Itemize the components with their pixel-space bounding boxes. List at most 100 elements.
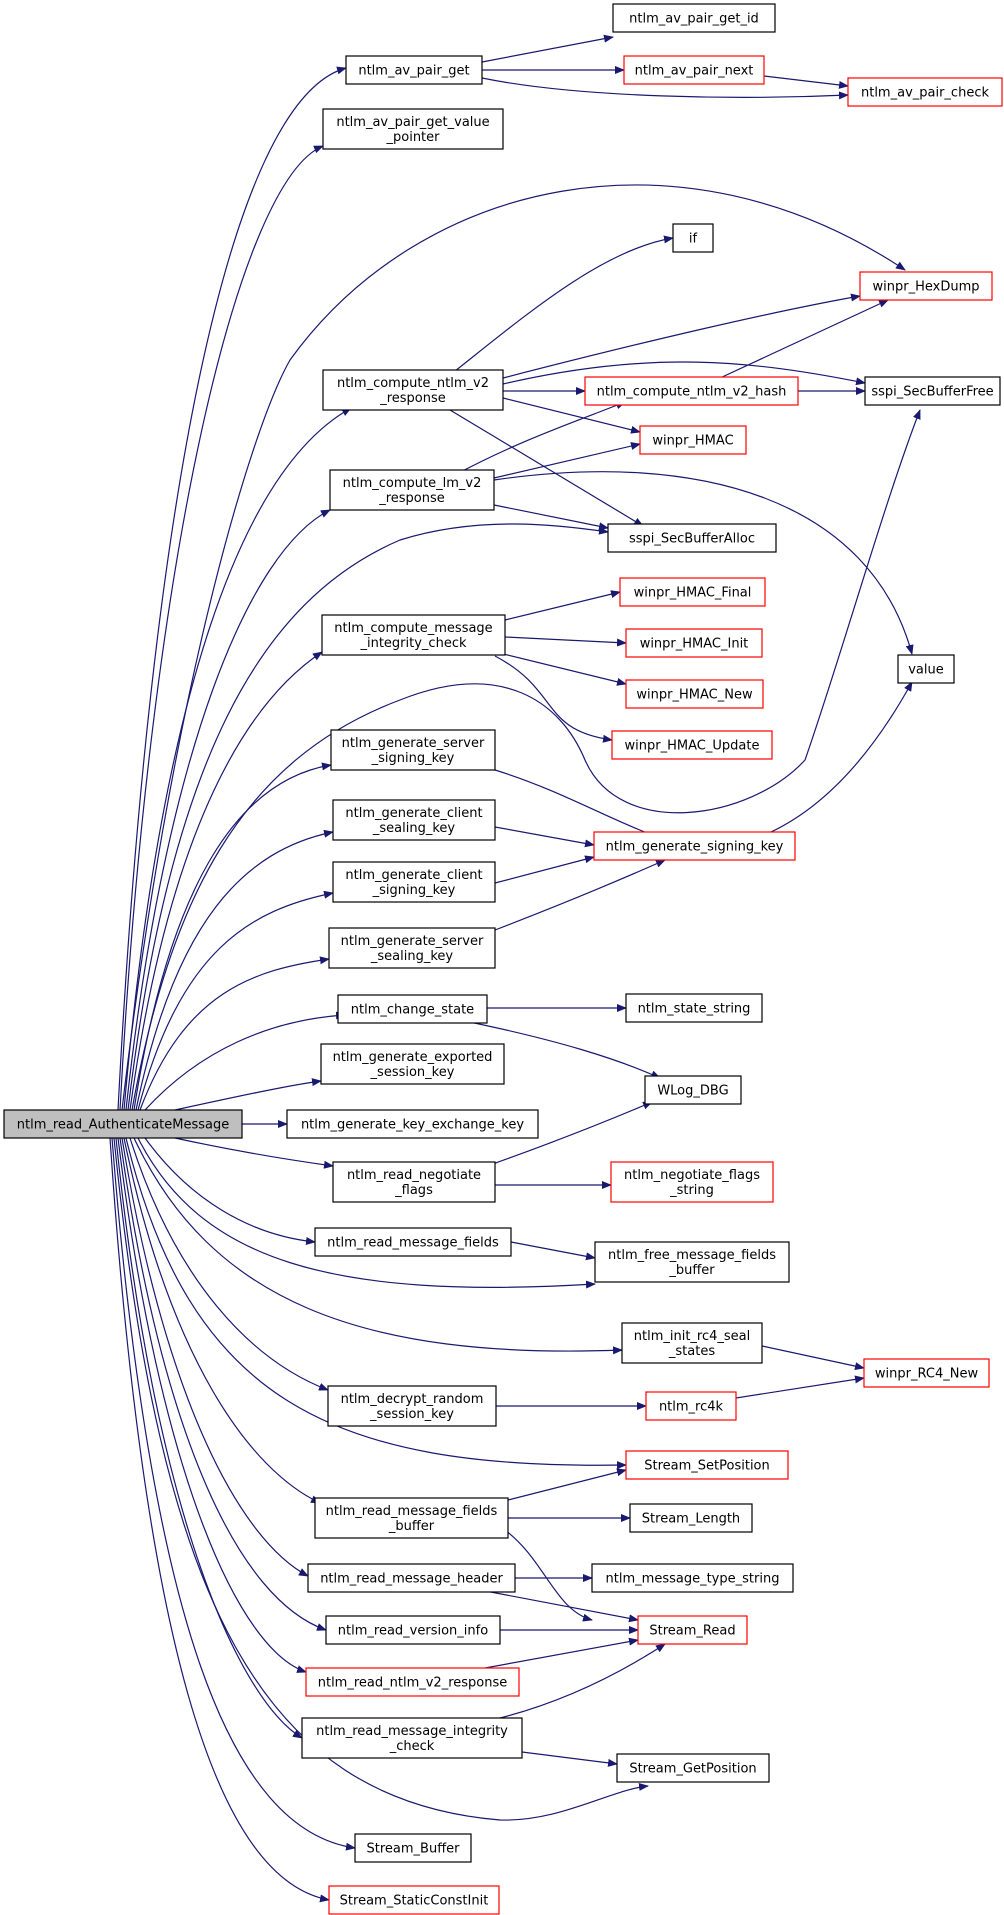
node-winpr-hmac-new[interactable]: winpr_HMAC_New	[625, 679, 764, 709]
node-ntlm-read-message-fields[interactable]: ntlm_read_message_fields	[314, 1227, 512, 1257]
node-stream-getposition[interactable]: Stream_GetPosition	[616, 1753, 770, 1783]
node-ntlm-read-version-info[interactable]: ntlm_read_version_info	[325, 1615, 501, 1645]
node-ntlm-generate-client-signing-key[interactable]: ntlm_generate_client_signing_key	[332, 861, 496, 903]
node-label: _response	[378, 491, 445, 506]
node-ntlm-rc4k[interactable]: ntlm_rc4k	[645, 1391, 737, 1421]
node-ntlm-generate-exported-session-key[interactable]: ntlm_generate_exported_session_key	[320, 1043, 505, 1085]
node-label: ntlm_generate_key_exchange_key	[301, 1118, 524, 1133]
node-label: ntlm_generate_server	[341, 934, 484, 949]
node-ntlm-message-type-string[interactable]: ntlm_message_type_string	[591, 1563, 794, 1593]
node-stream-read[interactable]: Stream_Read	[637, 1615, 748, 1645]
node-label: _signing_key	[371, 751, 455, 766]
node-box	[863, 1358, 990, 1388]
node-label: winpr_HMAC	[652, 434, 733, 449]
node-box	[328, 1885, 500, 1915]
node-ntlm-decrypt-random-session-key[interactable]: ntlm_decrypt_random_session_key	[327, 1385, 497, 1427]
node-ntlm-av-pair-check[interactable]: ntlm_av_pair_check	[847, 77, 1003, 107]
node-ntlm-av-pair-get[interactable]: ntlm_av_pair_get	[345, 55, 483, 85]
edge-avget-avcheck	[481, 77, 849, 100]
node-ntlm-init-rc4-seal-states[interactable]: ntlm_init_rc4_seal_states	[621, 1322, 763, 1364]
node-box	[625, 1450, 789, 1480]
node-ntlm-av-pair-get-value-pointer[interactable]: ntlm_av_pair_get_value_pointer	[322, 108, 504, 150]
node-label: ntlm_read_negotiate	[347, 1168, 481, 1183]
node-stream-staticconstinit[interactable]: Stream_StaticConstInit	[328, 1885, 500, 1915]
node-box	[3, 1109, 243, 1139]
node-wlog-dbg[interactable]: WLog_DBG	[644, 1075, 742, 1105]
node-ntlm-read-ntlm-v2-response[interactable]: ntlm_read_ntlm_v2_response	[305, 1667, 520, 1697]
edge-root-rhdr	[121, 1137, 309, 1577]
node-ntlm-generate-key-exchange-key[interactable]: ntlm_generate_key_exchange_key	[286, 1109, 539, 1139]
edge-ntlmv2-hmac	[502, 397, 641, 434]
edge-root-rnegflags	[174, 1137, 334, 1169]
node-box	[354, 1833, 472, 1863]
node-box	[607, 523, 777, 553]
node-ntlm-read-message-fields-buffer[interactable]: ntlm_read_message_fields_buffer	[314, 1497, 509, 1539]
node-winpr-hmac-final[interactable]: winpr_HMAC_Final	[619, 577, 766, 607]
node-ntlm-negotiate-flags-string[interactable]: ntlm_negotiate_flags_string	[610, 1161, 774, 1203]
node-ntlm-av-pair-next[interactable]: ntlm_av_pair_next	[623, 55, 765, 85]
node-ntlm-generate-client-sealing-key[interactable]: ntlm_generate_client_sealing_key	[332, 799, 496, 841]
node-ntlm-free-message-fields-buffer[interactable]: ntlm_free_message_fields_buffer	[594, 1241, 790, 1283]
node-ntlm-read-message-header[interactable]: ntlm_read_message_header	[307, 1563, 516, 1593]
node-winpr-hmac-init[interactable]: winpr_HMAC_Init	[625, 628, 763, 658]
edge-root-sbuf	[111, 1137, 356, 1851]
node-ntlm-generate-signing-key[interactable]: ntlm_generate_signing_key	[593, 831, 796, 861]
edge-rmsgfb-setpos	[507, 1468, 627, 1501]
node-label: _string	[669, 1183, 714, 1198]
node-sspi-secbufferalloc[interactable]: sspi_SecBufferAlloc	[607, 523, 777, 553]
node-ntlm-generate-server-signing-key[interactable]: ntlm_generate_server_signing_key	[330, 729, 496, 771]
node-value[interactable]: value	[897, 654, 955, 684]
node-label: _states	[668, 1344, 715, 1359]
node-ntlm-state-string[interactable]: ntlm_state_string	[625, 993, 763, 1023]
node-label: ntlm_negotiate_flags	[624, 1168, 760, 1183]
node-box	[286, 1109, 539, 1139]
node-label: ntlm_compute_lm_v2	[343, 476, 482, 491]
node-winpr-hexdump[interactable]: winpr_HexDump	[859, 271, 993, 301]
node-stream-buffer[interactable]: Stream_Buffer	[354, 1833, 472, 1863]
edge-root-rv2	[117, 1137, 307, 1673]
node-label: sspi_SecBufferFree	[871, 385, 993, 400]
edge-ntlmv2-secalloc	[449, 409, 644, 527]
node-winpr-rc4-new[interactable]: winpr_RC4_New	[863, 1358, 990, 1388]
node-if[interactable]: if	[672, 223, 714, 253]
node-box	[325, 1615, 501, 1645]
node-ntlm-read-message-integrity-check[interactable]: ntlm_read_message_integrity_check	[301, 1717, 523, 1759]
node-box	[321, 614, 506, 656]
node-label: _integrity_check	[359, 636, 466, 651]
node-ntlm-compute-message-integrity-check[interactable]: ntlm_compute_message_integrity_check	[321, 614, 506, 656]
edge-root-gssl	[139, 956, 330, 1111]
node-ntlm-read-negotiate-flags[interactable]: ntlm_read_negotiate_flags	[332, 1161, 496, 1203]
node-stream-length[interactable]: Stream_Length	[629, 1503, 753, 1533]
node-label: ntlm_read_message_fields	[326, 1504, 498, 1519]
node-ntlm-generate-server-sealing-key[interactable]: ntlm_generate_server_sealing_key	[328, 927, 496, 969]
node-box	[644, 1075, 742, 1105]
node-ntlm-compute-lm-v2-response[interactable]: ntlm_compute_lm_v2_response	[329, 469, 495, 511]
node-ntlm-compute-ntlm-v2-hash[interactable]: ntlm_compute_ntlm_v2_hash	[584, 376, 799, 406]
node-label: ntlm_generate_exported	[333, 1050, 493, 1065]
node-ntlm-av-pair-get-id[interactable]: ntlm_av_pair_get_id	[612, 3, 776, 33]
edge-lmv2-v2hash	[454, 401, 626, 476]
edge-rmsgfb-sread	[504, 1529, 593, 1622]
edge-rmsgf-freemf	[510, 1241, 596, 1261]
node-sspi-secbufferfree[interactable]: sspi_SecBufferFree	[864, 376, 1001, 406]
edge-rhdr-sread	[479, 1589, 639, 1623]
node-box	[584, 376, 799, 406]
node-ntlm-change-state[interactable]: ntlm_change_state	[337, 994, 488, 1024]
node-box	[330, 729, 496, 771]
node-box	[332, 861, 496, 903]
node-winpr-hmac-update[interactable]: winpr_HMAC_Update	[611, 730, 773, 760]
edge-avnext-avcheck	[763, 75, 849, 89]
node-label: winpr_HMAC_Init	[640, 637, 749, 652]
node-label: ntlm_av_pair_get	[358, 64, 469, 79]
edge-gcsl-gsk	[494, 826, 595, 848]
node-label: Stream_GetPosition	[629, 1762, 756, 1777]
edge-rc4k-rc4new	[735, 1375, 865, 1399]
node-label: ntlm_av_pair_get_id	[629, 12, 759, 27]
node-ntlm-read-authenticate-message[interactable]: ntlm_read_AuthenticateMessage	[3, 1109, 243, 1139]
node-winpr-hmac[interactable]: winpr_HMAC	[639, 425, 747, 455]
node-box	[623, 55, 765, 85]
node-stream-setposition[interactable]: Stream_SetPosition	[625, 1450, 789, 1480]
node-label: Stream_Buffer	[367, 1842, 461, 1857]
node-ntlm-compute-ntlm-v2-response[interactable]: ntlm_compute_ntlm_v2_response	[322, 369, 504, 411]
edge-root-secalloc	[127, 523, 609, 1111]
